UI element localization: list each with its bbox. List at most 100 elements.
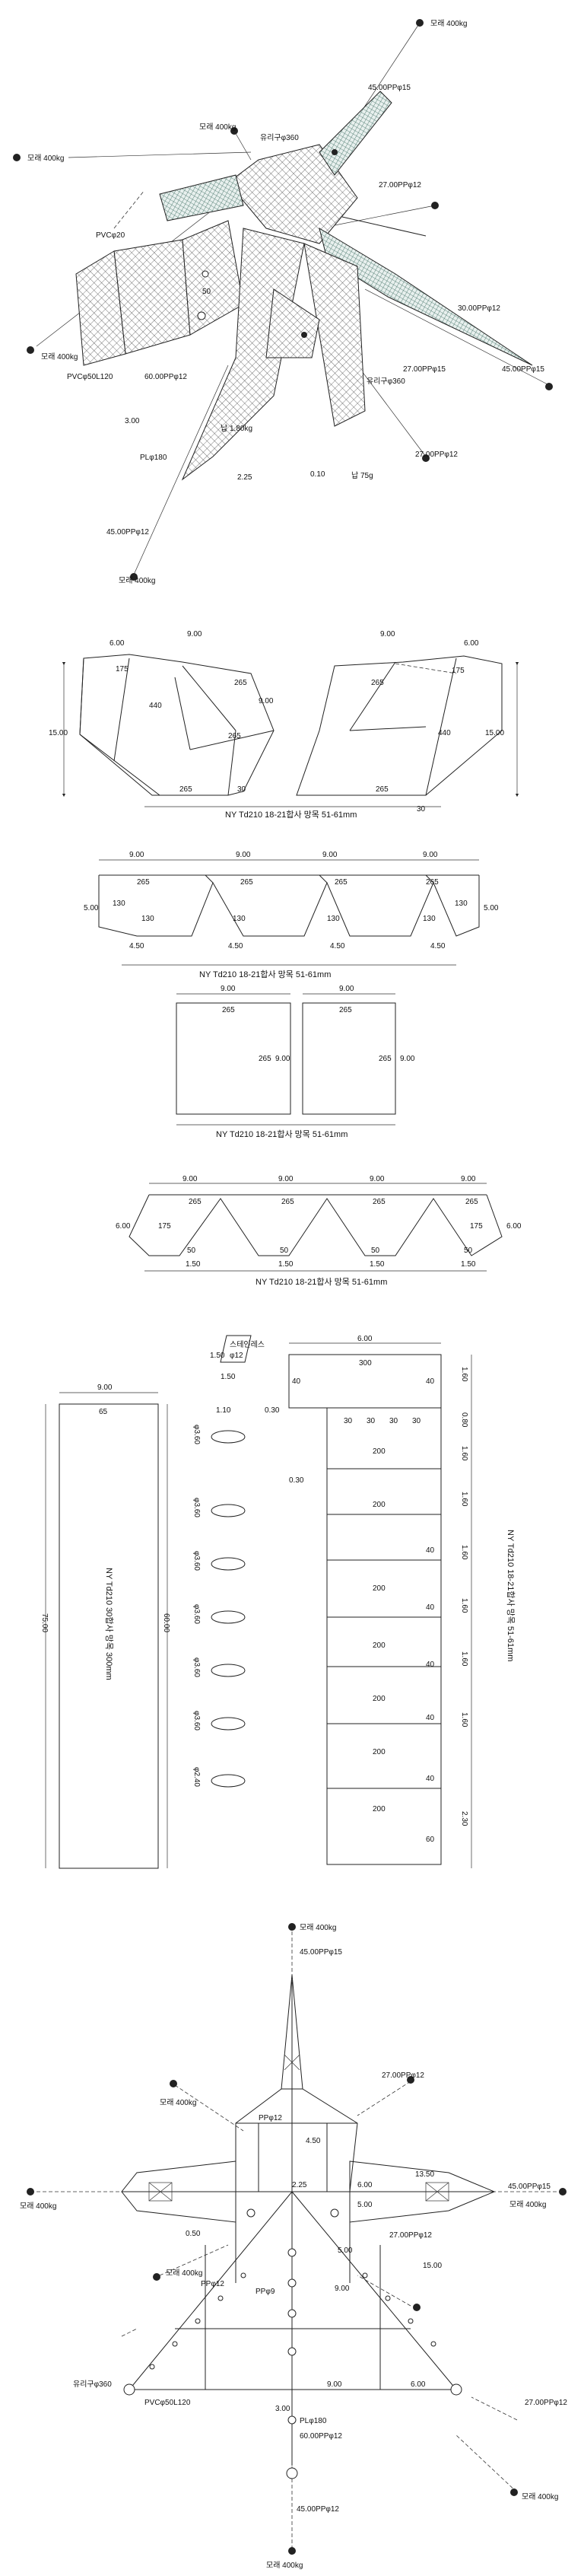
label-rope-r1: 27.00PPφ12 xyxy=(379,181,421,189)
label-rope-top: 45.00PPφ15 xyxy=(368,84,411,92)
p7-d900b: 9.00 xyxy=(327,2380,342,2389)
label-rope-r4: 45.00PPφ15 xyxy=(502,365,544,374)
dim-130-e: 130 xyxy=(423,915,436,923)
label-pvc50: PVCφ50L120 xyxy=(67,373,113,381)
dim-175-left: 175 xyxy=(116,665,129,673)
label-anchor-left2: 모래 400kg xyxy=(41,352,78,361)
hoop-dia-6: φ3.60 xyxy=(192,1711,201,1731)
p7-float: 유리구φ360 xyxy=(73,2380,112,2389)
anchor-icon xyxy=(13,154,21,161)
dim-300-tall: 300 xyxy=(359,1359,372,1368)
dim-030-b: 0.30 xyxy=(289,1476,304,1485)
label-rope-r3: 27.00PPφ15 xyxy=(403,365,446,374)
dim-150-ring: 1.50 xyxy=(210,1352,225,1360)
dim-265-z2-a: 265 xyxy=(189,1198,202,1206)
dim-150-z2-c: 1.50 xyxy=(370,1260,385,1269)
net-spec-tall: NY Td210 18-21합사 망목 51-61mm xyxy=(506,1530,516,1661)
dim-40-d: 40 xyxy=(426,1603,435,1612)
dim-175-z2-b: 175 xyxy=(470,1222,483,1231)
dim-6-left: 6.00 xyxy=(110,639,125,648)
dim-200-e: 200 xyxy=(373,1695,386,1703)
p7-anchor-bottom: 모래 400kg xyxy=(266,2561,303,2570)
dim-9-right: 9.00 xyxy=(380,630,395,638)
dim-265-rect-a: 265 xyxy=(222,1006,235,1014)
label-lead-75: 납 75g xyxy=(351,471,373,480)
dim-6-right: 6.00 xyxy=(464,639,479,648)
dim-50-z2-d: 50 xyxy=(464,1247,473,1255)
p7-d300: 3.00 xyxy=(275,2405,290,2413)
dim-265-rect-b: 265 xyxy=(339,1006,352,1014)
label-dim-50: 50 xyxy=(202,288,211,296)
dim-40-b: 40 xyxy=(426,1377,435,1386)
side-dim-4: 1.60 xyxy=(460,1492,468,1507)
side-dim-2: 0.80 xyxy=(460,1412,468,1428)
anchor-icon xyxy=(431,202,439,209)
dim-265-right-top: 265 xyxy=(371,679,384,687)
p7-rope-tr: 27.00PPφ12 xyxy=(382,2071,424,2080)
net-spec-2: NY Td210 18-21합사 망목 51-61mm xyxy=(225,810,357,820)
dim-5-left: 5.00 xyxy=(84,904,99,912)
dim-265-left-top: 265 xyxy=(234,679,247,687)
label-stainless-dia: φ12 xyxy=(230,1352,243,1360)
dim-50-z2-c: 50 xyxy=(371,1247,380,1255)
dim-9-d: 9.00 xyxy=(423,851,438,859)
dim-50-z2-a: 50 xyxy=(187,1247,196,1255)
hoop-dia-5: φ3.60 xyxy=(192,1657,201,1677)
label-rope-bottom: 45.00PPφ12 xyxy=(106,528,149,537)
label-rope-r5: 27.00PPφ12 xyxy=(415,451,458,459)
side-dim-1: 1.60 xyxy=(460,1367,468,1382)
dim-9-rect-c: 9.00 xyxy=(275,1055,290,1063)
hoop-dia-3: φ3.60 xyxy=(192,1551,201,1571)
dim-265-z2-c: 265 xyxy=(373,1198,386,1206)
p7-d600b: 6.00 xyxy=(411,2380,426,2389)
dim-265-z2-b: 265 xyxy=(281,1198,294,1206)
rect-panels: 9.00 9.00 265 265 265 9.00 265 9.00 NY T… xyxy=(176,985,415,1139)
dim-6-z2-a: 6.00 xyxy=(116,1222,131,1231)
net-spec-5: NY Td210 18-21합사 망목 51-61mm xyxy=(256,1277,387,1287)
dim-40-f: 40 xyxy=(426,1714,435,1722)
p7-pp12-a: PPφ12 xyxy=(259,2114,282,2122)
anchor-icon xyxy=(545,383,553,390)
zigzag-panel-1: 9.00 9.00 9.00 9.00 265 265 265 265 130 … xyxy=(84,851,499,979)
dim-130-f: 130 xyxy=(455,900,468,908)
dim-175-right: 175 xyxy=(452,667,465,675)
p7-anchor-left: 모래 400kg xyxy=(20,2202,56,2211)
dim-200-c: 200 xyxy=(373,1584,386,1593)
dim-200-b: 200 xyxy=(373,1501,386,1509)
dim-30-c: 30 xyxy=(389,1417,398,1425)
dim-45-d: 4.50 xyxy=(430,942,446,950)
dim-265-a: 265 xyxy=(137,878,150,887)
side-dim-3: 1.60 xyxy=(460,1446,468,1461)
dim-9-z2-a: 9.00 xyxy=(182,1175,198,1183)
label-pvc20: PVCφ20 xyxy=(96,231,125,240)
p7-rope-br: 27.00PPφ12 xyxy=(525,2399,567,2407)
label-lead-180: 납 1.80kg xyxy=(221,424,252,433)
dim-175-z2-a: 175 xyxy=(158,1222,171,1231)
dim-265-b: 265 xyxy=(240,878,253,887)
dim-30-a: 30 xyxy=(344,1417,353,1425)
anchor-icon xyxy=(130,573,138,581)
p7-anchor-ml: 모래 400kg xyxy=(166,2269,202,2278)
p7-pvc50: PVCφ50L120 xyxy=(144,2399,191,2407)
dim-9-left: 9.00 xyxy=(187,630,202,638)
p7-anchor-br: 모래 400kg xyxy=(522,2492,558,2501)
dim-9-c: 9.00 xyxy=(322,851,338,859)
dim-40-g: 40 xyxy=(426,1775,435,1783)
dim-9-long: 9.00 xyxy=(97,1384,113,1392)
hoop-dia-7: φ2.40 xyxy=(192,1767,201,1787)
dim-200-g: 200 xyxy=(373,1805,386,1813)
p7-pp12-b: PPφ12 xyxy=(201,2280,224,2288)
p7-rope-right: 45.00PPφ15 xyxy=(508,2183,551,2191)
dim-6-z2-b: 6.00 xyxy=(506,1222,522,1231)
dim-9-rect-a: 9.00 xyxy=(221,985,236,993)
label-float-mid: 유리구φ360 xyxy=(367,377,405,386)
label-dim-300: 3.00 xyxy=(125,417,140,425)
dim-110-ring: 1.10 xyxy=(216,1406,231,1415)
dim-600-tall: 6.00 xyxy=(357,1335,373,1343)
dim-15-left: 15.00 xyxy=(49,729,68,737)
net-spec-long: NY Td210 30합사 망목 300mm xyxy=(104,1568,114,1680)
dim-9-z2-c: 9.00 xyxy=(370,1175,385,1183)
dim-265-c: 265 xyxy=(335,878,348,887)
dim-40-e: 40 xyxy=(426,1661,435,1669)
